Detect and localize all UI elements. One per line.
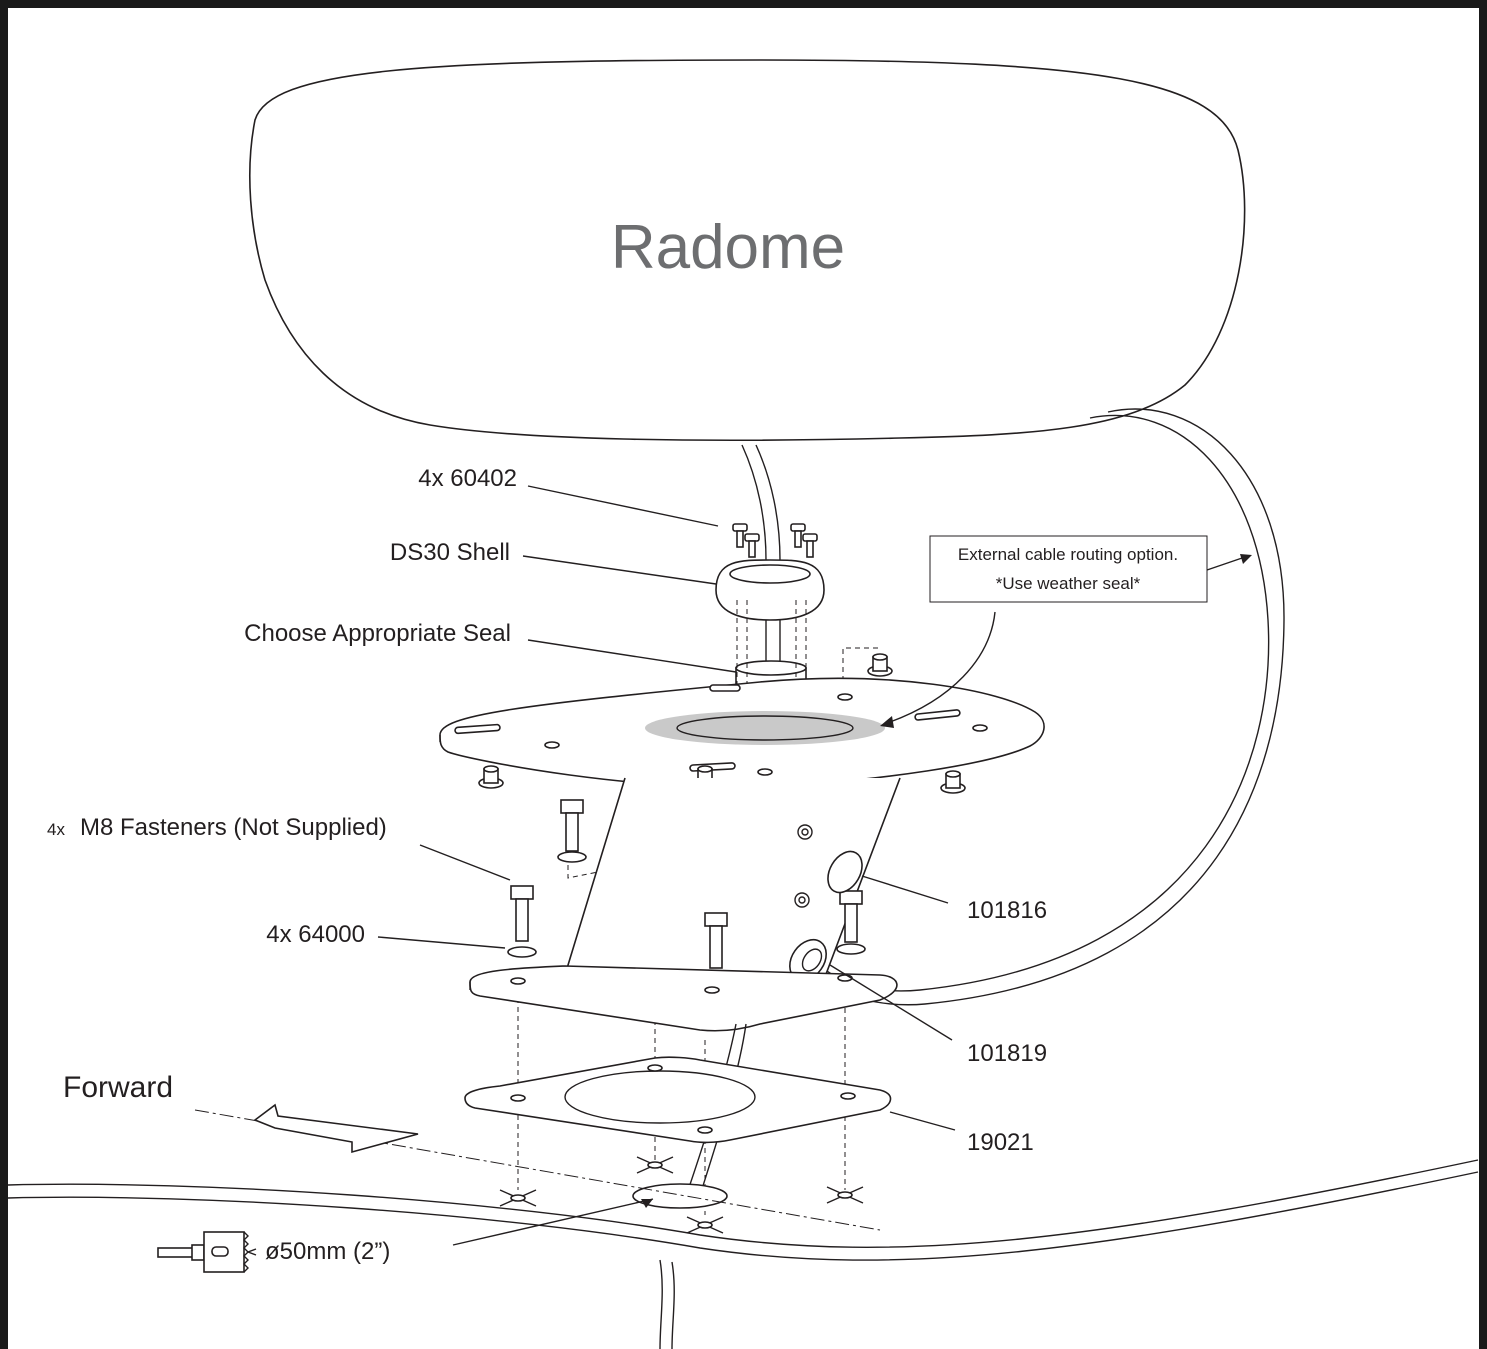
routing-line1: External cable routing option.: [958, 545, 1178, 564]
label-fasteners-prefix: 4x: [47, 820, 65, 839]
cable-hole: [632, 1183, 728, 1209]
alignment-lines: [517, 600, 880, 1215]
mount-top-plate: [439, 677, 1045, 789]
label-seal: Choose Appropriate Seal: [244, 620, 511, 647]
deck-surface: [7, 1159, 1479, 1349]
hole-saw-icon: [157, 1231, 257, 1273]
label-fasteners: M8 Fasteners (Not Supplied): [80, 814, 387, 841]
radome-label: Radome: [611, 213, 845, 282]
cap-101816: [827, 850, 863, 894]
radome: Radome: [249, 59, 1246, 442]
leader-lines: [377, 485, 1252, 1246]
label-101816: 101816: [967, 897, 1047, 924]
label-hole: ø50mm (2”): [265, 1238, 390, 1265]
cable-external: [811, 408, 1285, 1006]
routing-callout: External cable routing option. *Use weat…: [929, 535, 1208, 603]
cable-internal: [741, 444, 781, 740]
bolts-m8: [507, 799, 866, 985]
routing-line2: *Use weather seal*: [996, 574, 1141, 593]
ds30-shell: [715, 559, 825, 621]
label-screws: 4x 60402: [418, 465, 517, 492]
gasket-19021: [464, 1056, 892, 1144]
label-101819: 101819: [967, 1040, 1047, 1067]
forward-indicator: Forward: [63, 1071, 881, 1231]
screws-60402: [732, 523, 818, 558]
label-19021: 19021: [967, 1129, 1034, 1156]
label-washers: 4x 64000: [266, 921, 365, 948]
mount-base-plate: [469, 965, 898, 1032]
deck-holes: [499, 1156, 864, 1234]
forward-label: Forward: [63, 1071, 173, 1104]
label-shell: DS30 Shell: [390, 539, 510, 566]
